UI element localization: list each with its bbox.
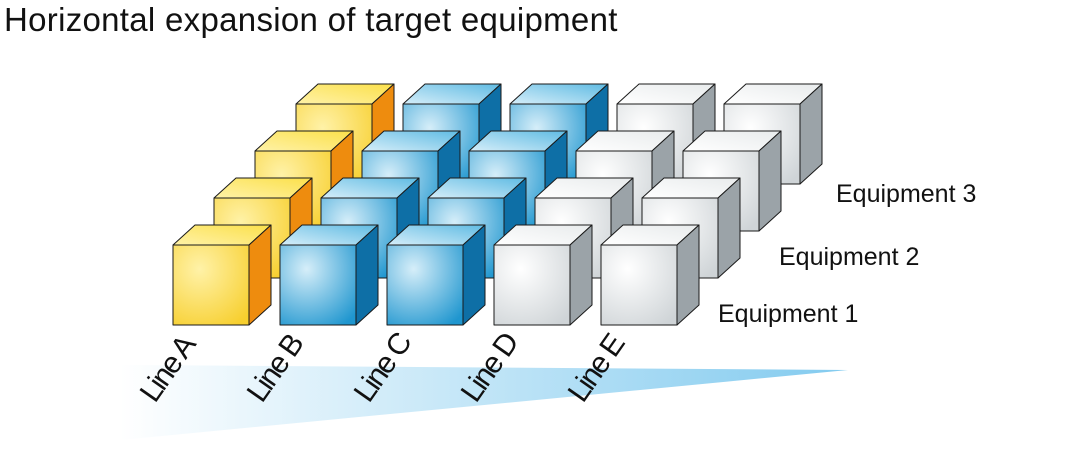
cube-front-face xyxy=(279,244,357,326)
floor-gradient-band xyxy=(120,365,848,440)
cube-line-2-row-1 xyxy=(279,224,379,326)
cube-line-3-row-1 xyxy=(386,224,486,326)
cube-line-5-row-1 xyxy=(600,224,700,326)
cube-front-face xyxy=(172,244,250,326)
equipment-label-3: Equipment 3 xyxy=(836,180,976,208)
cube-front-face xyxy=(386,244,464,326)
cube-grid xyxy=(172,83,823,326)
cube-line-4-row-1 xyxy=(493,224,593,326)
page-title: Horizontal expansion of target equipment xyxy=(4,1,618,38)
equipment-label-2: Equipment 2 xyxy=(779,243,919,271)
cube-front-face xyxy=(600,244,678,326)
cube-line-1-row-1 xyxy=(172,224,272,326)
equipment-labels: Equipment 1 Equipment 2 Equipment 3 xyxy=(718,180,976,328)
cube-front-face xyxy=(493,244,571,326)
equipment-label-1: Equipment 1 xyxy=(718,300,858,328)
